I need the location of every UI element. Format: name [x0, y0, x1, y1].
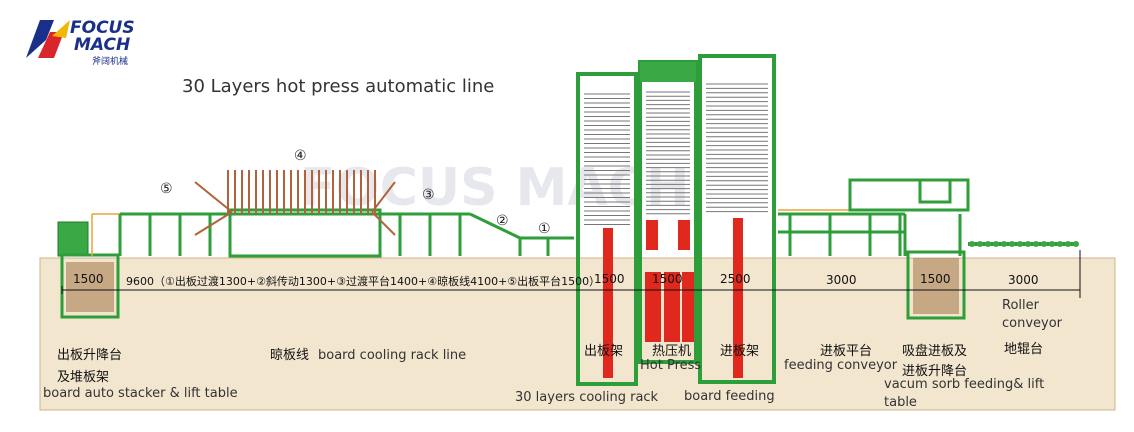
- label-vacuum-en-2: table: [884, 395, 917, 410]
- stage-number-5: ⑤: [160, 181, 173, 197]
- label-vacuum-cn-1: 吸盘进板及: [902, 344, 968, 359]
- roller: [1009, 241, 1015, 247]
- stage-number-4: ④: [294, 148, 307, 164]
- dim-stacker: 1500: [73, 272, 104, 286]
- logo-line1: FOCUS: [70, 18, 135, 38]
- label-cooling-rack-cn: 出板架: [584, 344, 624, 359]
- label-cooling-rack-en: 30 layers cooling rack: [515, 390, 659, 405]
- feeding-rack-tower: [698, 54, 776, 384]
- label-feeding-conveyor-cn: 进板平台: [820, 344, 873, 359]
- roller-conveyor: [968, 241, 1079, 247]
- label-stacker-cn-1: 出板升降台: [57, 348, 123, 363]
- logo-line2: MACH: [74, 35, 131, 55]
- label-hot-press-cn: 热压机: [652, 344, 692, 359]
- cooling-line-frame: [118, 208, 574, 258]
- dim-feeding-conveyor: 3000: [826, 273, 857, 287]
- feeding-conveyor: [778, 212, 905, 256]
- label-roller-cn: 地辊台: [1004, 342, 1044, 357]
- dimension-line: [61, 250, 1081, 298]
- focus-mach-logo: FOCUS MACH 斧阔机械: [24, 18, 154, 68]
- roller: [1065, 241, 1071, 247]
- dim-cooling-rack: 1500: [594, 272, 625, 286]
- logo-mark-icon: [26, 20, 70, 58]
- roller: [1025, 241, 1031, 247]
- cooling-rack-tower: [576, 72, 638, 386]
- stage-number-3: ③: [422, 187, 435, 203]
- stage-number-2: ②: [496, 213, 509, 229]
- label-vacuum-cn-2: 进板升降台: [902, 364, 968, 379]
- diagram-title: 30 Layers hot press automatic line: [182, 76, 495, 97]
- roller: [993, 241, 999, 247]
- label-feeding-rack-cn: 进板架: [720, 344, 760, 359]
- label-hot-press-en: Hot Press: [640, 358, 702, 373]
- roller: [1057, 241, 1063, 247]
- label-stacker-cn-2: 及堆板架: [57, 370, 110, 385]
- roller: [1001, 241, 1007, 247]
- dim-hot-press: 1500: [652, 272, 683, 286]
- roller: [1017, 241, 1023, 247]
- dim-cooling-line: 9600（①出板过渡1300+②斜传动1300+③过渡平台1400+④晾板线41…: [126, 275, 601, 288]
- roller: [985, 241, 991, 247]
- roller: [1033, 241, 1039, 247]
- label-roller-en-1: Roller: [1002, 298, 1039, 313]
- dim-feeding-rack: 2500: [720, 272, 751, 286]
- label-vacuum-en-1: vacum sorb feeding& lift: [884, 377, 1045, 392]
- dim-vacuum: 1500: [920, 272, 951, 286]
- dim-roller: 3000: [1008, 273, 1039, 287]
- logo-cn: 斧阔机械: [92, 57, 129, 67]
- stage-number-1: ①: [538, 221, 551, 237]
- roller: [977, 241, 983, 247]
- vacuum-pit-stack: [913, 258, 959, 314]
- label-cooling-line-cn: 晾板线: [270, 348, 310, 363]
- roller: [1049, 241, 1055, 247]
- label-feeding-conveyor-en: feeding conveyor: [784, 358, 898, 373]
- cooling-line-arms: [194, 181, 396, 236]
- roller: [1073, 241, 1079, 247]
- label-cooling-line-en: board cooling rack line: [318, 348, 467, 363]
- roller: [969, 241, 975, 247]
- stacker-unit: [57, 221, 120, 319]
- label-roller-en-2: conveyor: [1002, 316, 1063, 331]
- roller: [1041, 241, 1047, 247]
- label-stacker-en: board auto stacker & lift table: [43, 386, 238, 401]
- vacuum-feeding-unit: [848, 178, 970, 320]
- label-feeding-rack-en: board feeding: [684, 389, 775, 404]
